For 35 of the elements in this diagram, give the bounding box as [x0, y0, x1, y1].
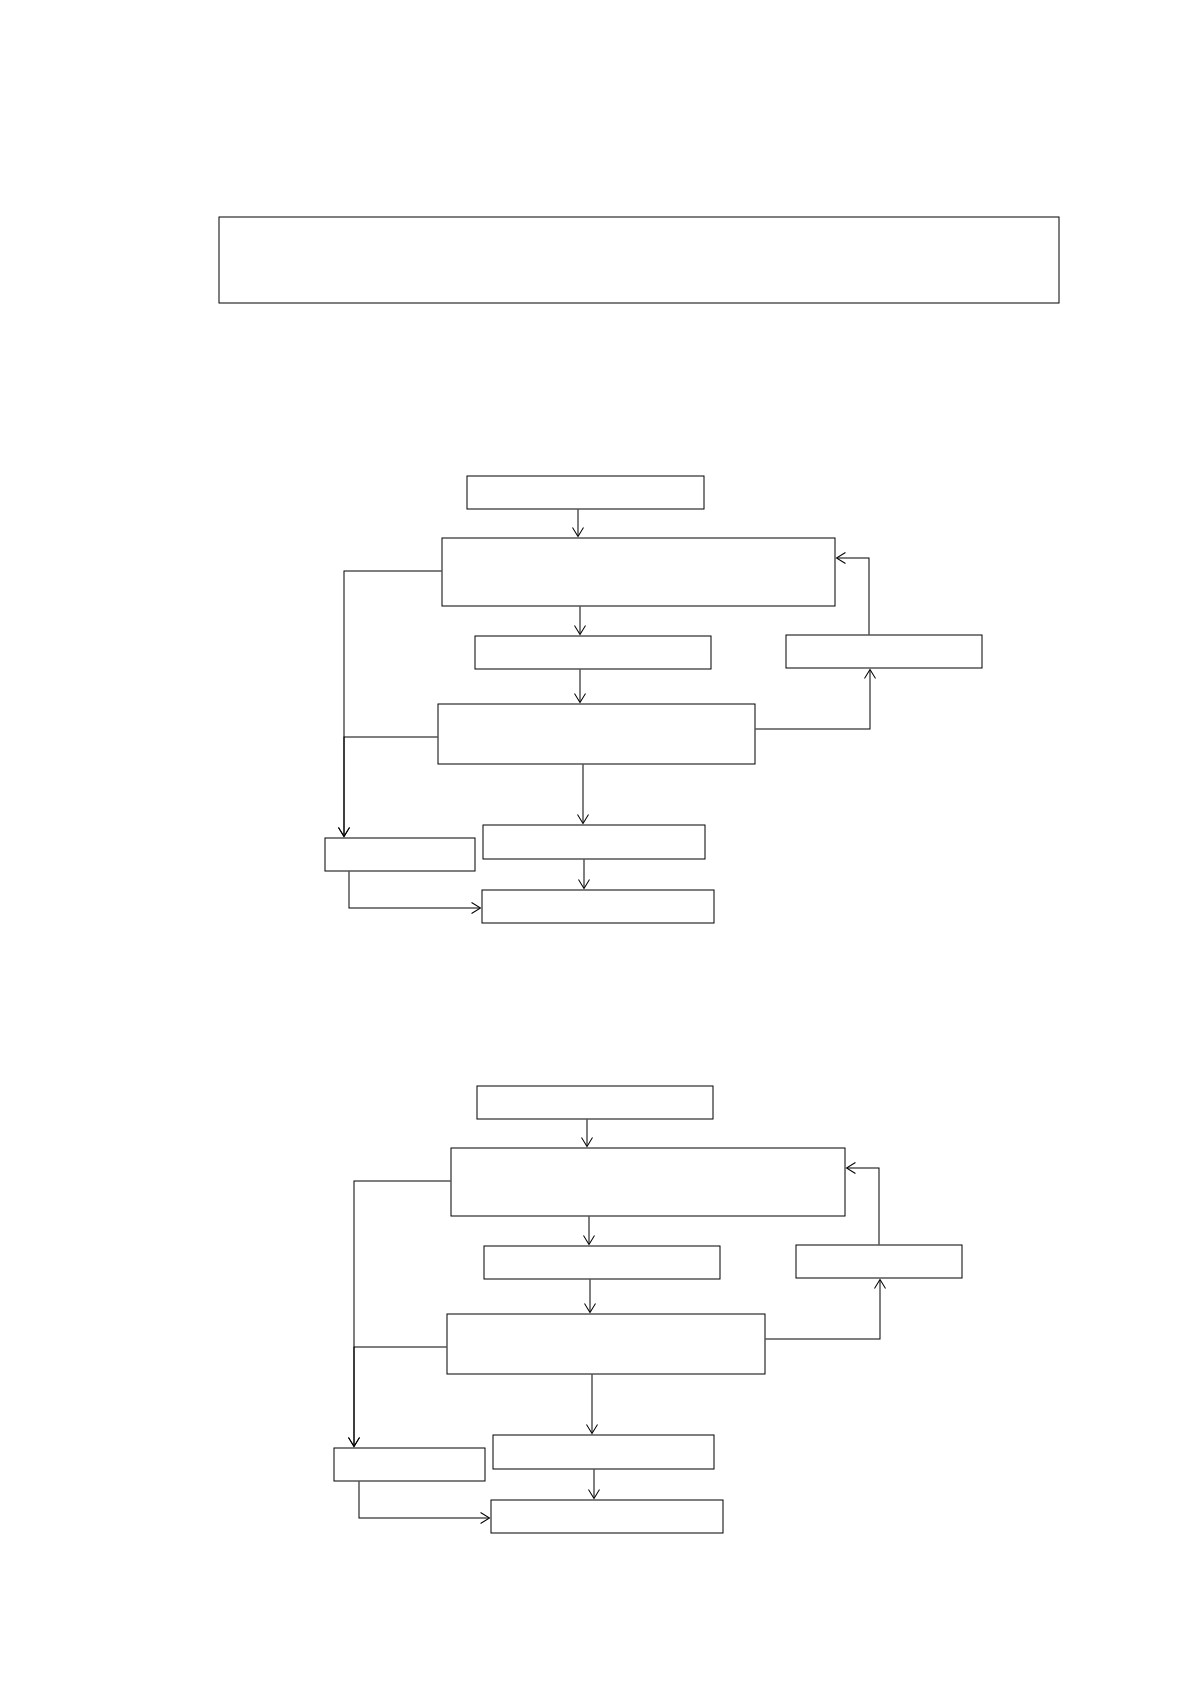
process-box [450, 1147, 846, 1217]
process-box [795, 1244, 963, 1279]
arrow [583, 1216, 595, 1246]
process-box [476, 1085, 714, 1120]
arrow [338, 736, 438, 838]
process-box [466, 475, 705, 510]
arrow [578, 859, 590, 890]
arrow [574, 606, 586, 636]
arrow [584, 1279, 596, 1314]
arrow [755, 668, 876, 730]
arrow [835, 552, 870, 635]
arrow [572, 509, 584, 538]
process-box [483, 1245, 721, 1280]
arrow [348, 1346, 447, 1448]
arrow [586, 1374, 598, 1435]
process-box [490, 1499, 724, 1534]
arrow [588, 1469, 600, 1500]
process-box [482, 824, 706, 860]
arrow [765, 1278, 886, 1340]
process-box [492, 1434, 715, 1470]
process-box [441, 537, 836, 607]
arrow [845, 1162, 880, 1245]
arrow [348, 871, 482, 914]
process-box [437, 703, 756, 765]
process-box [785, 634, 983, 669]
frame-box [218, 216, 1060, 304]
process-box [446, 1313, 766, 1375]
process-box [474, 635, 712, 670]
arrow [574, 669, 586, 704]
process-box [324, 837, 476, 872]
arrow [577, 764, 589, 825]
arrow [581, 1119, 593, 1148]
process-box [333, 1447, 486, 1482]
process-box [481, 889, 715, 924]
arrow [358, 1481, 491, 1524]
